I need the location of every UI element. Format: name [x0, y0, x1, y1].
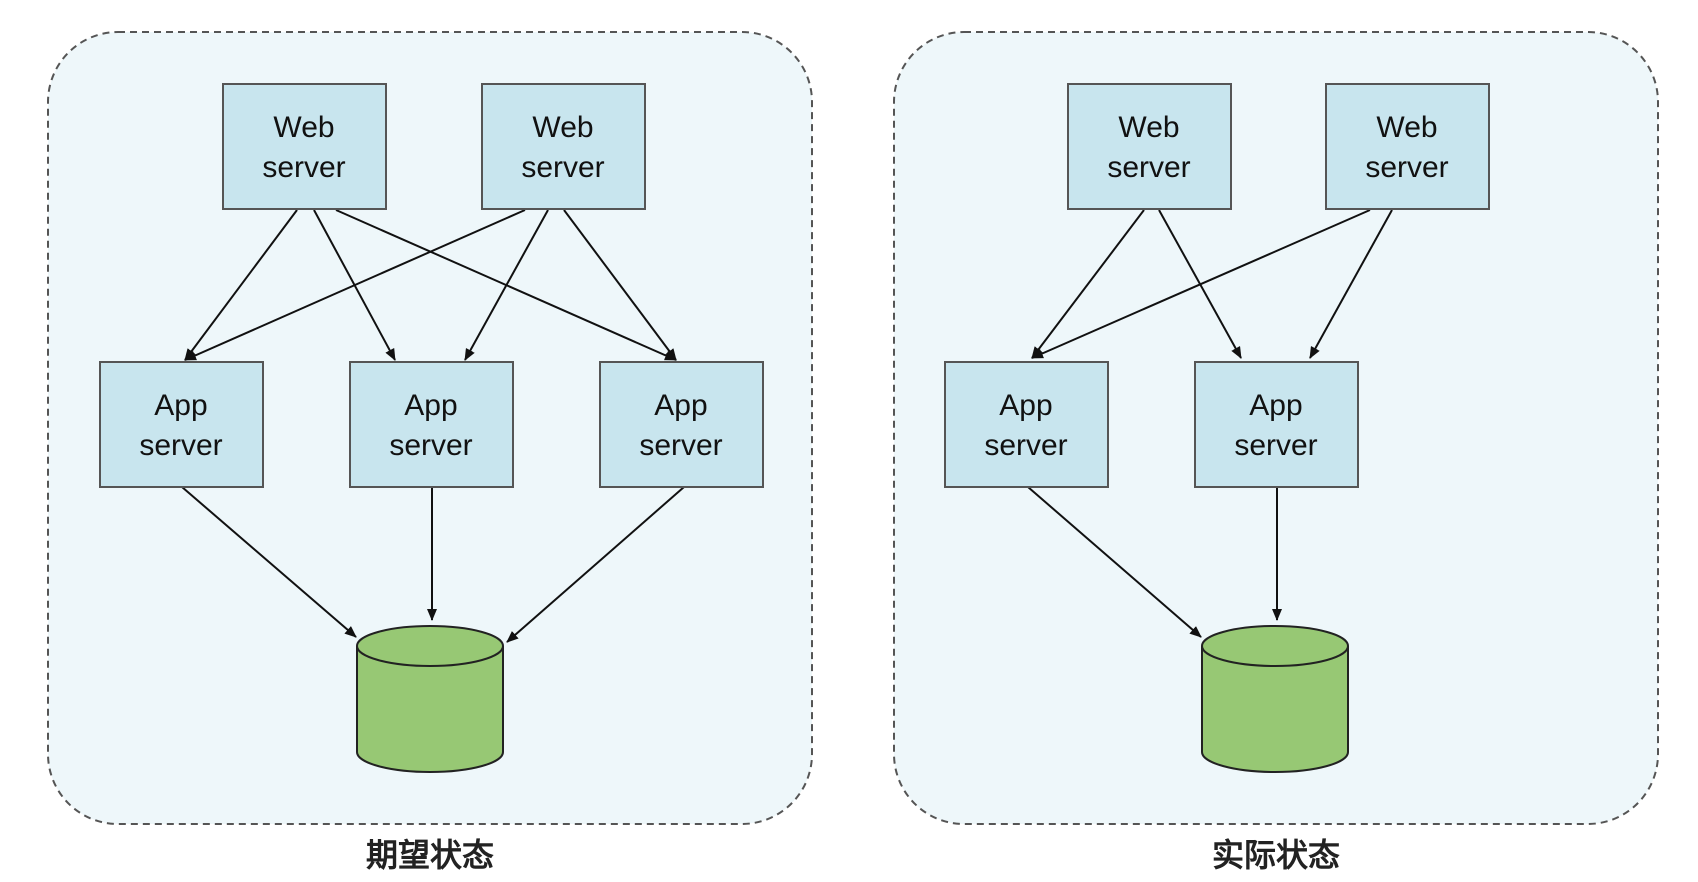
web-server-box: Web server	[1325, 83, 1490, 210]
app-server-label-line2: server	[984, 429, 1067, 462]
web-server-label-line2: server	[1107, 151, 1190, 184]
arrow-web2-app3	[563, 209, 677, 361]
app-server-box: App server	[944, 361, 1109, 488]
panel-caption: 期望状态	[366, 836, 494, 874]
app-server-label-line2: server	[389, 429, 472, 462]
web-server-label-line2: server	[262, 151, 345, 184]
database-cylinder	[356, 625, 504, 773]
app-server-box: App server	[349, 361, 514, 488]
actual-state-panel: Web server Web server App server App ser…	[893, 31, 1659, 874]
arrow-app1-db	[1027, 486, 1202, 638]
web-server-label-line1: Web	[1376, 111, 1437, 144]
desired-state-panel: Web server Web server App server App ser…	[47, 31, 813, 874]
arrow-web2-app2	[1309, 209, 1393, 359]
app-server-label-line2: server	[639, 429, 722, 462]
arrow-app3-db	[506, 486, 685, 643]
app-server-label-line1: App	[654, 389, 707, 422]
arrow-web2-app1	[184, 209, 526, 361]
web-server-label-line1: Web	[273, 111, 334, 144]
app-server-box: App server	[99, 361, 264, 488]
web-server-label-line1: Web	[532, 111, 593, 144]
desired-connections	[181, 209, 685, 643]
web-server-box: Web server	[481, 83, 646, 210]
app-server-label-line1: App	[154, 389, 207, 422]
web-server-label-line2: server	[521, 151, 604, 184]
arrow-web2-app2	[464, 209, 549, 361]
web-server-label-line1: Web	[1118, 111, 1179, 144]
web-server-label-line2: server	[1365, 151, 1448, 184]
arrow-web2-app1	[1031, 209, 1371, 359]
panel-caption: 实际状态	[1212, 836, 1340, 874]
app-server-label-line1: App	[404, 389, 457, 422]
web-server-box: Web server	[1067, 83, 1232, 210]
app-server-label-line2: server	[139, 429, 222, 462]
arrow-web1-app1	[184, 209, 298, 361]
app-server-label-line1: App	[1249, 389, 1302, 422]
web-server-box: Web server	[222, 83, 387, 210]
app-server-box: App server	[599, 361, 764, 488]
arrow-web1-app1	[1031, 209, 1145, 359]
app-server-label-line2: server	[1234, 429, 1317, 462]
app-server-label-line1: App	[999, 389, 1052, 422]
app-server-box: App server	[1194, 361, 1359, 488]
actual-connections	[1027, 209, 1393, 638]
database-cylinder	[1201, 625, 1349, 773]
arrow-app1-db	[181, 486, 357, 638]
